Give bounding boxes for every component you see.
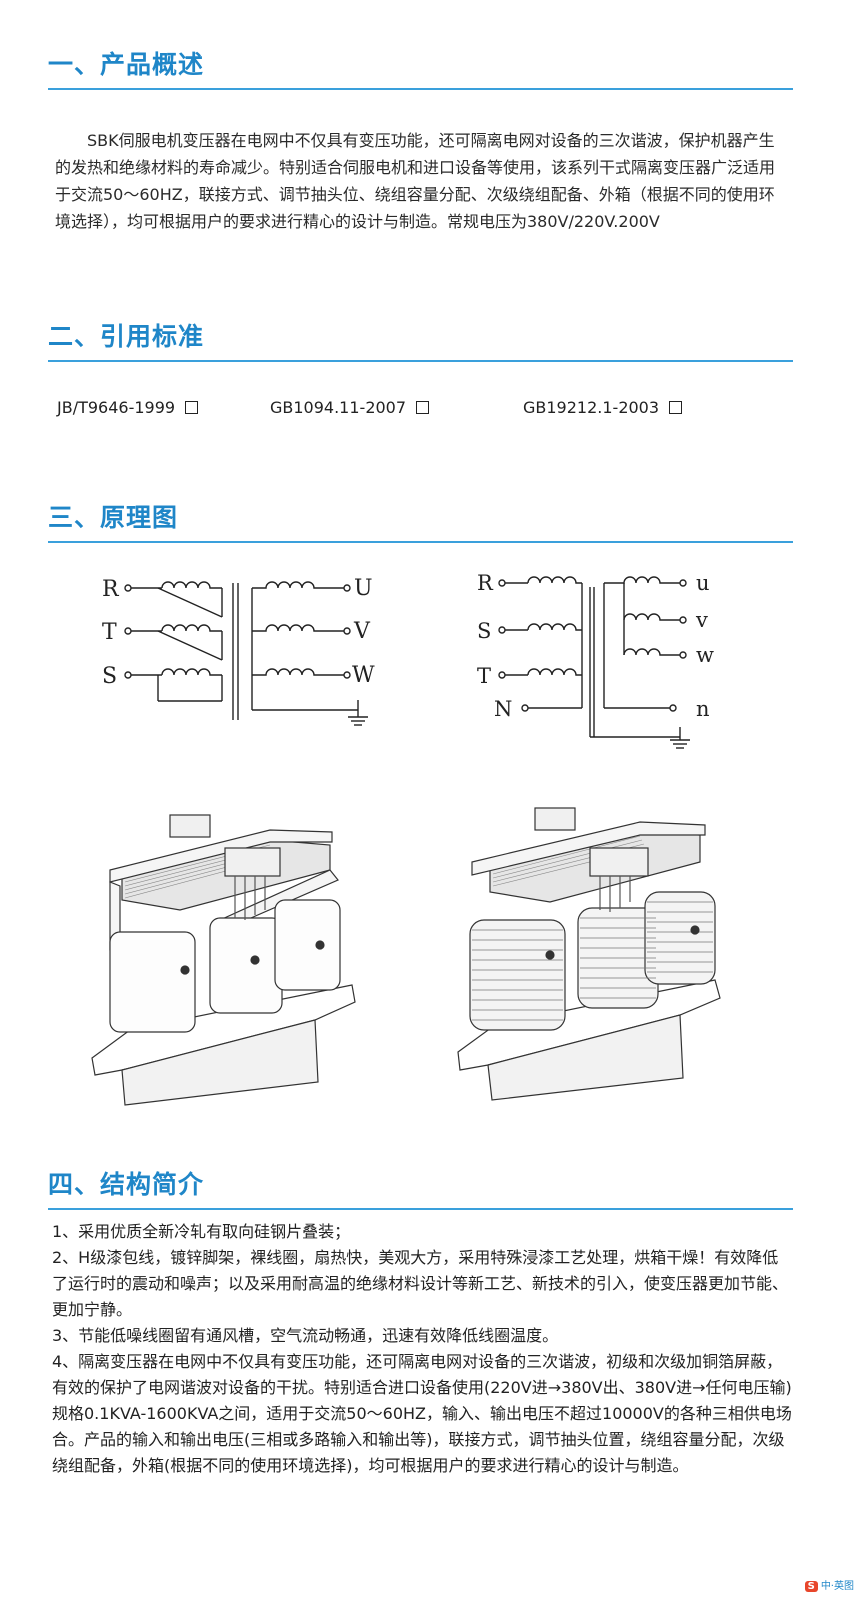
output-label: u [696, 571, 710, 595]
section-divider [48, 1208, 793, 1210]
transformer-illustration-open-coil [91, 814, 356, 1106]
section-title: 二、引用标准 [48, 322, 205, 351]
output-label: V [353, 619, 371, 644]
overview-text: SBK伺服电机变压器在电网中不仅具有变压功能，还可隔离电网对设备的三次谐波，保护… [55, 131, 776, 231]
standard-item: GB19212.1-2003 [523, 398, 683, 417]
checkbox-icon [185, 401, 199, 414]
list-item: 2、H级漆包线，镀锌脚架，裸线圈，扇热快，美观大方，采用特殊浸漆工艺处理，烘箱干… [52, 1248, 789, 1319]
section-header-structure: 四、结构简介 [48, 1170, 793, 1210]
schematic-left: R T S U V W [102, 576, 375, 726]
input-label: S [102, 664, 117, 689]
overview-paragraph: SBK伺服电机变压器在电网中不仅具有变压功能，还可隔离电网对设备的三次谐波，保护… [55, 127, 790, 235]
section-header-overview: 一、产品概述 [48, 50, 793, 90]
list-item: 3、节能低噪线圈留有通风槽，空气流动畅通，迅速有效降低线圈温度。 [52, 1326, 559, 1345]
section-title: 三、原理图 [48, 503, 179, 532]
list-item: 4、隔离变压器在电网中不仅具有变压功能，还可隔离电网对设备的三次谐波，初级和次级… [52, 1352, 792, 1475]
list-item: 1、采用优质全新冷轧有取向硅钢片叠装； [52, 1222, 351, 1241]
section-divider [48, 88, 793, 90]
output-label: w [696, 643, 714, 667]
section-title: 四、结构简介 [48, 1170, 205, 1199]
standard-item: GB1094.11-2007 [270, 398, 430, 417]
section-header-standards: 二、引用标准 [48, 322, 793, 362]
structure-list: 1、采用优质全新冷轧有取向硅钢片叠装； 2、H级漆包线，镀锌脚架，裸线圈，扇热快… [52, 1219, 792, 1479]
input-label: S [477, 619, 491, 643]
schematic-right: R S T N u v w n [477, 571, 714, 749]
standard-item: JB/T9646-1999 [57, 398, 199, 417]
output-label: W [352, 663, 375, 688]
output-label: n [696, 697, 710, 721]
section-divider [48, 541, 793, 543]
section-divider [48, 360, 793, 362]
output-label: U [354, 576, 373, 601]
input-label: N [494, 697, 512, 721]
section-title: 一、产品概述 [48, 50, 205, 79]
output-label: v [695, 608, 708, 632]
section-header-schematic: 三、原理图 [48, 503, 793, 543]
input-label: T [102, 620, 117, 645]
transformer-illustration-wound-coil [457, 807, 721, 1101]
input-label: R [102, 577, 120, 602]
checkbox-icon [669, 401, 683, 414]
input-label: T [477, 664, 491, 688]
input-label: R [477, 571, 494, 595]
checkbox-icon [416, 401, 430, 414]
